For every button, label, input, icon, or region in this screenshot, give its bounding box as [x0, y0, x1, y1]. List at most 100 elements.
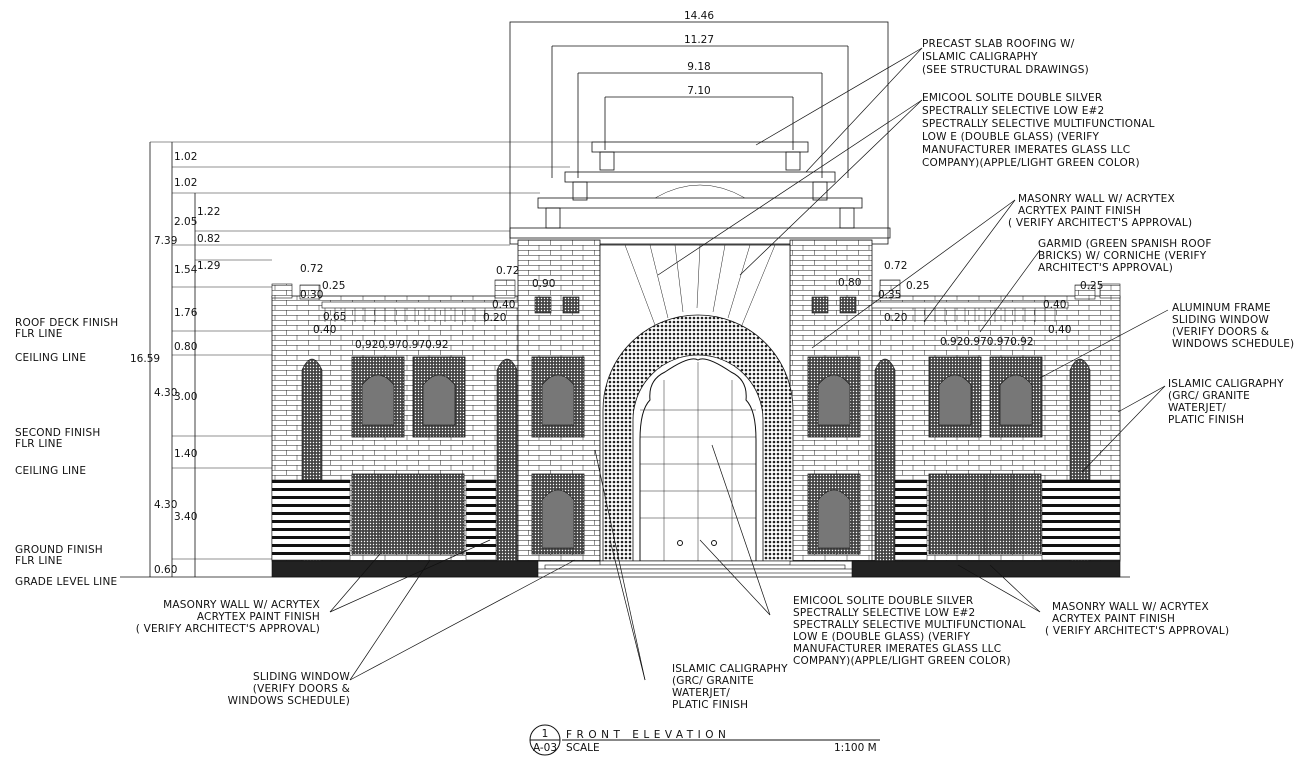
dim-11-27: 11.27 [684, 34, 714, 46]
dim-7-10: 7.10 [687, 85, 710, 97]
note-line: WINDOWS SCHEDULE) [1172, 338, 1294, 350]
note-line: SPECTRALLY SELECTIVE MULTIFUNCTIONAL [793, 619, 1026, 631]
level-second-finish-2: FLR LINE [15, 438, 63, 450]
corniche-right [871, 301, 1069, 309]
leader-lines [329, 47, 1169, 681]
door-handle [677, 540, 683, 546]
note-line: (SEE STRUCTURAL DRAWINGS) [922, 64, 1089, 76]
dim-4-30b: 4.30 [154, 499, 177, 511]
note-line: SPECTRALLY SELECTIVE LOW E#2 [793, 607, 975, 619]
level-grade: GRADE LEVEL LINE [15, 576, 117, 588]
level-ceiling-lower: CEILING LINE [15, 465, 86, 477]
door-handle [711, 540, 717, 546]
note-line: (VERIFY DOORS & [253, 683, 350, 695]
facade-small-dims: 0.72 0.25 0.30 0.65 0.40 0.72 0.90 0.40 … [300, 260, 1103, 351]
note-line: ACRYTEX PAINT FINISH [1052, 613, 1175, 625]
note-line: PLATIC FINISH [672, 699, 748, 711]
note-precast-slab: PRECAST SLAB ROOFING W/ ISLAMIC CALIGRAP… [922, 38, 1089, 76]
note-line: COMPANY)(APPLE/LIGHT GREEN COLOR) [922, 157, 1140, 169]
note-islamic-right: ISLAMIC CALIGRAPHY (GRC/ GRANITE WATERJE… [1168, 378, 1284, 426]
plinth-right [851, 560, 1121, 578]
upper-windows [351, 356, 1043, 438]
scale-value: 1:100 M [834, 742, 877, 754]
dim-3-00: 3.00 [174, 391, 197, 403]
dim-4-30a: 4.30 [154, 387, 177, 399]
dim-label: 0.25 [322, 280, 345, 292]
note-line: ( VERIFY ARCHITECT'S APPROVAL) [1008, 217, 1192, 229]
note-line: WINDOWS SCHEDULE) [228, 695, 350, 707]
dim-label: 0.72 [496, 265, 519, 277]
level-ground-finish-2: FLR LINE [15, 555, 63, 567]
scale-label: SCALE [566, 742, 600, 754]
entrance-steps [544, 564, 846, 570]
dim-label: 0.80 [838, 277, 861, 289]
note-line: ACRYTEX PAINT FINISH [1018, 205, 1141, 217]
dim-0-80: 0.80 [174, 341, 197, 353]
dim-label: 0.65 [323, 311, 346, 323]
overall-width-frame [509, 21, 889, 245]
note-line: (GRC/ GRANITE [1168, 390, 1250, 402]
base-band-left [271, 479, 351, 561]
note-emicool-bottom: EMICOOL SOLITE DOUBLE SILVER SPECTRALLY … [793, 595, 1026, 667]
note-line: WATERJET/ [1168, 402, 1226, 414]
plinth-left [271, 560, 539, 578]
dim-label: 0.30 [300, 289, 323, 301]
dim-label: 0.40 [492, 299, 515, 311]
dim-label: 0.920.970.970.92 [940, 336, 1034, 348]
drawing-title-block: 1 A-03 FRONT ELEVATION SCALE 1:100 M [529, 724, 880, 756]
note-line: (VERIFY DOORS & [1172, 326, 1269, 338]
note-line: ARCHITECT'S APPROVAL) [1038, 262, 1173, 274]
note-line: ISLAMIC CALIGRAPHY [922, 51, 1038, 63]
note-islamic-bottom: ISLAMIC CALIGRAPHY (GRC/ GRANITE WATERJE… [672, 663, 788, 711]
sheet-number: A-03 [533, 742, 557, 754]
dim-1-54: 1.54 [174, 264, 198, 276]
note-line: ALUMINUM FRAME [1172, 302, 1271, 314]
note-masonry-left: MASONRY WALL W/ ACRYTEX ACRYTEX PAINT FI… [136, 599, 320, 635]
note-line: LOW E (DOUBLE GLASS) (VERIFY [793, 631, 971, 643]
note-line: ( VERIFY ARCHITECT'S APPROVAL) [1045, 625, 1229, 637]
dim-1-76: 1.76 [174, 307, 198, 319]
note-emicool-top: EMICOOL SOLITE DOUBLE SILVER SPECTRALLY … [922, 92, 1155, 169]
level-ground-finish: GROUND FINISH [15, 544, 103, 556]
dim-label: 0.20 [483, 312, 506, 324]
dim-9-18: 9.18 [687, 61, 710, 73]
left-dimension-group: 1.02 1.02 2.05 1.54 1.76 0.80 4.30 4.30 … [130, 141, 600, 577]
dim-label: 0.40 [313, 324, 336, 336]
dim-label: 0.920.970.970.92 [355, 339, 449, 351]
note-sliding-left: SLIDING WINDOW (VERIFY DOORS & WINDOWS S… [228, 671, 351, 707]
note-line: MASONRY WALL W/ ACRYTEX [1052, 601, 1209, 613]
dim-label: 0.25 [906, 280, 929, 292]
level-labels: ROOF DECK FINISH FLR LINE CEILING LINE S… [15, 317, 118, 588]
note-line: SPECTRALLY SELECTIVE LOW E#2 [922, 105, 1104, 117]
note-line: MASONRY WALL W/ ACRYTEX [163, 599, 320, 611]
dim-0-82: 0.82 [197, 233, 220, 245]
note-line: SLIDING WINDOW [1172, 314, 1269, 326]
side-arch-panel [874, 358, 896, 562]
note-garmid: GARMID (GREEN SPANISH ROOF BRICKS) W/ CO… [1038, 238, 1212, 274]
level-roof-deck: ROOF DECK FINISH [15, 317, 118, 329]
note-line: ISLAMIC CALIGRAPHY [1168, 378, 1284, 390]
islamic-arch-calligraphy [602, 314, 794, 562]
dim-label: 0.25 [1080, 280, 1103, 292]
dim-label: 0.40 [1048, 324, 1071, 336]
dim-label: 0.90 [532, 278, 555, 290]
note-line: EMICOOL SOLITE DOUBLE SILVER [793, 595, 973, 607]
note-line: GARMID (GREEN SPANISH ROOF [1038, 238, 1212, 250]
note-line: ISLAMIC CALIGRAPHY [672, 663, 788, 675]
note-line: SPECTRALLY SELECTIVE MULTIFUNCTIONAL [922, 118, 1155, 130]
dim-1-02a: 1.02 [174, 151, 197, 163]
note-line: WATERJET/ [672, 687, 730, 699]
precast-slab-roof [509, 141, 891, 239]
level-ceiling-upper: CEILING LINE [15, 352, 86, 364]
dim-14-46: 14.46 [684, 10, 714, 22]
note-line: MANUFACTURER IMERATES GLASS LLC [922, 144, 1130, 156]
base-band-right [1041, 479, 1121, 561]
note-line: EMICOOL SOLITE DOUBLE SILVER [922, 92, 1102, 104]
note-line: LOW E (DOUBLE GLASS) (VERIFY [922, 131, 1100, 143]
dim-0-60: 0.60 [154, 564, 177, 576]
dim-label: 0.40 [1043, 299, 1066, 311]
note-line: ACRYTEX PAINT FINISH [197, 611, 320, 623]
dim-label: 0.20 [884, 312, 907, 324]
dim-1-40: 1.40 [174, 448, 197, 460]
